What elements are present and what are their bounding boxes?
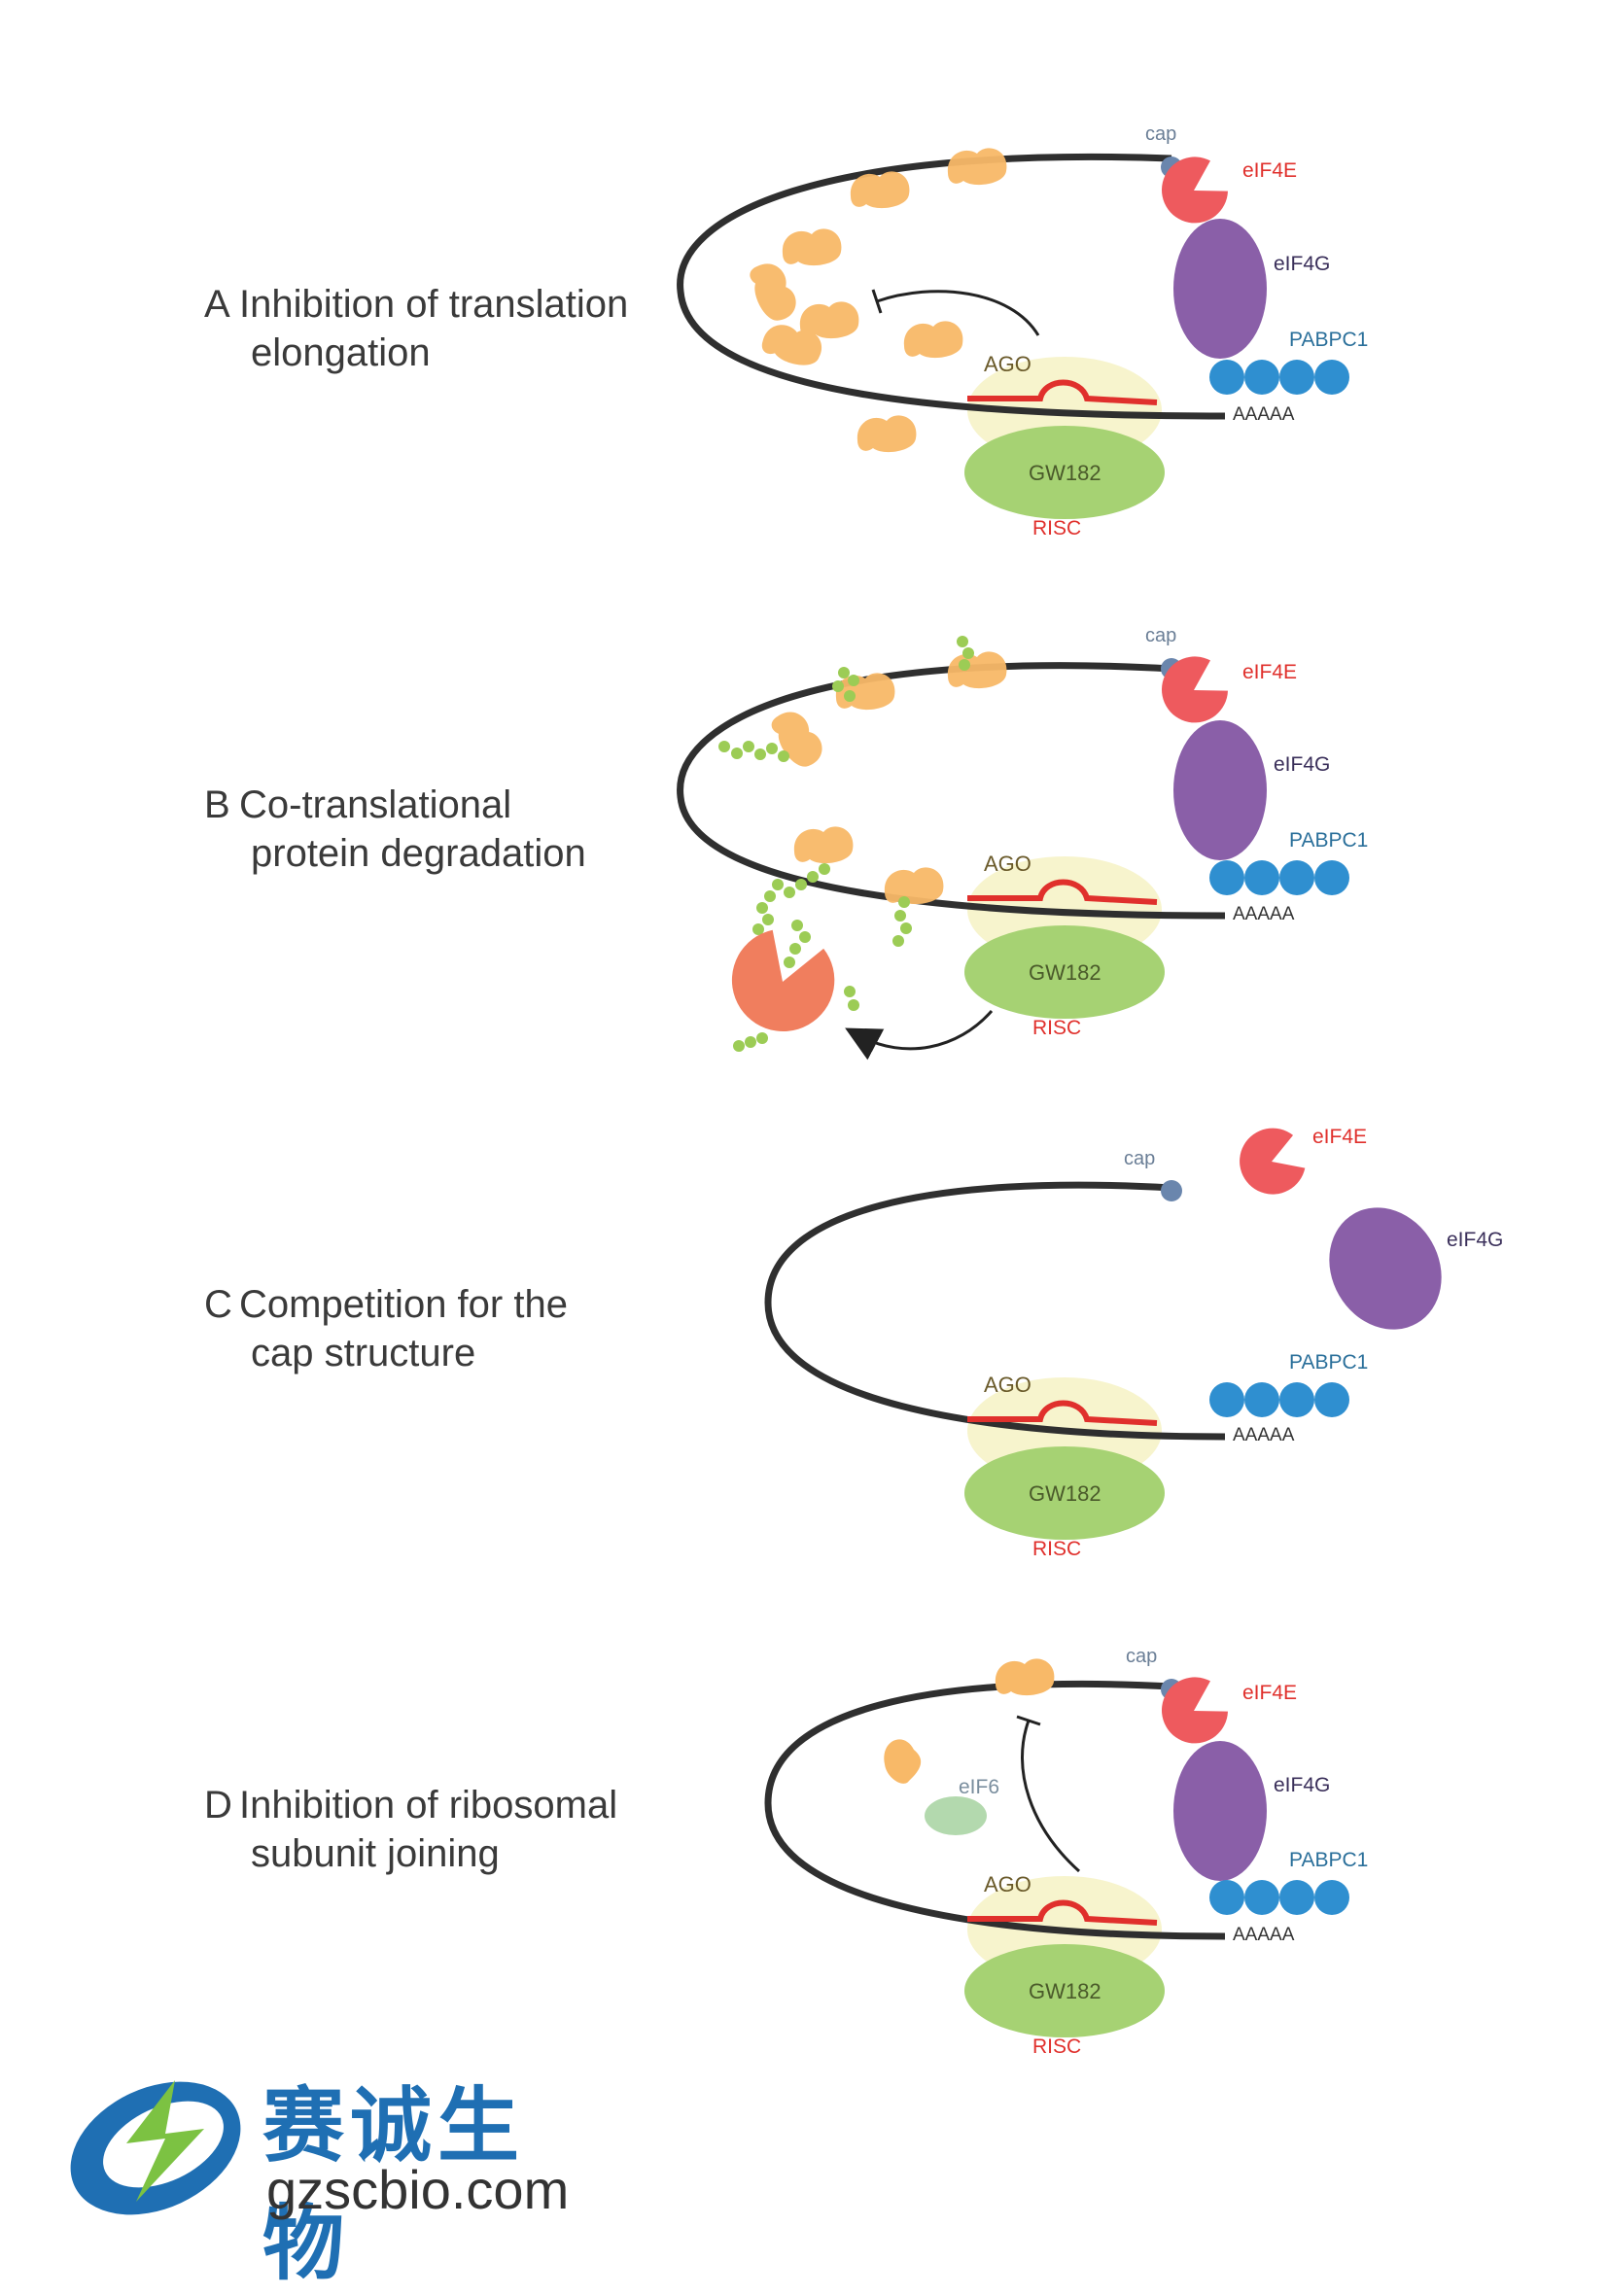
panel-a-risc-label: RISC [1032, 517, 1081, 539]
panel-c-eif4g [1329, 1207, 1442, 1330]
panel-a-gw182-label: GW182 [1029, 461, 1101, 485]
panel-d-eif6-label: eIF6 [959, 1776, 999, 1798]
panel-c-diagram: cap eIF4E eIF4G PABPC1 AGO AAAAA GW182 R… [764, 1120, 1503, 1560]
panel-b-proteasome [717, 922, 847, 1046]
panel-a-letter: A [204, 283, 230, 326]
panel-b-degradation-arrow [845, 1010, 994, 1061]
panel-d-aaaaa-label: AAAAA [1233, 1925, 1295, 1945]
panel-a-inhibition-arrow [876, 290, 1040, 336]
panel-b-gw182 [964, 925, 1165, 1019]
panel-d-diagram: cap eIF4E eIF4G PABPC1 eIF6 AGO AAAAA GW… [764, 1646, 1368, 2058]
panel-b-eif4g-label: eIF4G [1274, 753, 1330, 776]
logo-url: gzscbio.com [266, 2159, 570, 2220]
panel-d-small-ribosome [995, 1658, 1055, 1696]
panel-c-pabpc1 [1209, 1382, 1349, 1417]
panel-c-cap [1161, 1180, 1182, 1201]
panel-d-inhibition-bar [1016, 1715, 1041, 1726]
panel-b-eif4g [1173, 720, 1267, 860]
panel-b-eif4e-label: eIF4E [1242, 661, 1297, 683]
panel-c-mirna [967, 1400, 1158, 1426]
panel-a-cap-label: cap [1145, 123, 1176, 145]
panel-b-aaaaa-label: AAAAA [1233, 904, 1295, 924]
panel-c-mrna [764, 1181, 1226, 1441]
panel-b-pabpc1 [1209, 860, 1349, 895]
company-logo: 赛诚生物 gzscbio.com [58, 2061, 603, 2291]
panel-c-eif4e-label: eIF4E [1312, 1126, 1367, 1148]
panel-d-large-subunit [884, 1739, 922, 1784]
panel-c-letter: C [204, 1283, 232, 1326]
panel-c-gw182 [964, 1446, 1165, 1540]
panel-c-risc-label: RISC [1032, 1538, 1081, 1560]
panel-d-gw182-label: GW182 [1029, 1979, 1101, 2003]
panel-a-mrna [677, 153, 1226, 420]
panel-c-line1: Competition for the [239, 1283, 568, 1326]
panel-a-eif4g-label: eIF4G [1274, 253, 1330, 275]
panel-b-gw182-label: GW182 [1029, 960, 1101, 985]
panel-a-diagram: cap eIF4E eIF4G PABPC1 AGO AAAAA GW182 R… [677, 123, 1368, 539]
panel-b-diagram: cap eIF4E eIF4G PABPC1 AGO AAAAA GW182 R… [677, 625, 1368, 1061]
panel-d-eif6 [925, 1796, 987, 1835]
panel-d-eif4g-label: eIF4G [1274, 1774, 1330, 1796]
panel-b-ago-label: AGO [984, 852, 1031, 876]
panel-b-line2: protein degradation [251, 832, 586, 875]
panel-d-ago-label: AGO [984, 1872, 1031, 1896]
panel-b-pabpc1-label: PABPC1 [1289, 829, 1368, 852]
panel-a-eif4e-label: eIF4E [1242, 159, 1297, 182]
panel-c-aaaaa-label: AAAAA [1233, 1425, 1295, 1445]
panel-b-risc-label: RISC [1032, 1017, 1081, 1039]
panel-d-eif4e-label: eIF4E [1242, 1682, 1297, 1704]
panel-c-line2: cap structure [251, 1332, 476, 1374]
panel-a-pabpc1-label: PABPC1 [1289, 329, 1368, 351]
panel-a-line1: Inhibition of translation [239, 283, 629, 326]
panel-d-pabpc1 [1209, 1880, 1349, 1915]
panel-d-risc-label: RISC [1032, 2035, 1081, 2058]
panel-d-pabpc1-label: PABPC1 [1289, 1849, 1368, 1871]
panel-c-pabpc1-label: PABPC1 [1289, 1351, 1368, 1374]
panel-d-gw182 [964, 1944, 1165, 2037]
panel-a-aaaaa-label: AAAAA [1233, 404, 1295, 425]
panel-b-cap-label: cap [1145, 625, 1176, 646]
panel-d-cap-label: cap [1126, 1646, 1157, 1667]
panel-a-pabpc1 [1209, 360, 1349, 395]
panel-a-ago-label: AGO [984, 352, 1031, 376]
panel-b-mirna [967, 879, 1158, 905]
panel-a-line2: elongation [251, 331, 431, 374]
panel-d-mirna [967, 1899, 1158, 1926]
panel-d-eif4g [1173, 1741, 1267, 1881]
panel-d-inhibition-arrow [1021, 1720, 1081, 1873]
panel-b-mrna [677, 662, 1226, 920]
panel-c-eif4e [1230, 1120, 1311, 1204]
panel-a-eif4g [1173, 219, 1267, 359]
panel-c-ago-label: AGO [984, 1373, 1031, 1397]
panel-b-line1: Co-translational [239, 783, 512, 826]
panel-c-eif4g-label: eIF4G [1447, 1229, 1503, 1251]
panel-b-letter: B [204, 783, 230, 826]
panel-d-letter: D [204, 1784, 232, 1826]
logo-mark-icon [70, 2080, 241, 2215]
panel-c-gw182-label: GW182 [1029, 1481, 1101, 1506]
panel-b-peptide-chains [718, 636, 974, 1052]
panel-d-line2: subunit joining [251, 1832, 500, 1875]
panel-b-ribosomes [767, 651, 1007, 905]
panel-a-mirna [967, 379, 1158, 405]
panel-d-line1: Inhibition of ribosomal [239, 1784, 618, 1826]
panel-a-inhibition-bar [871, 289, 883, 314]
panel-a-gw182 [964, 426, 1165, 519]
panel-c-cap-label: cap [1124, 1148, 1155, 1169]
panel-d-mrna [764, 1680, 1226, 1940]
